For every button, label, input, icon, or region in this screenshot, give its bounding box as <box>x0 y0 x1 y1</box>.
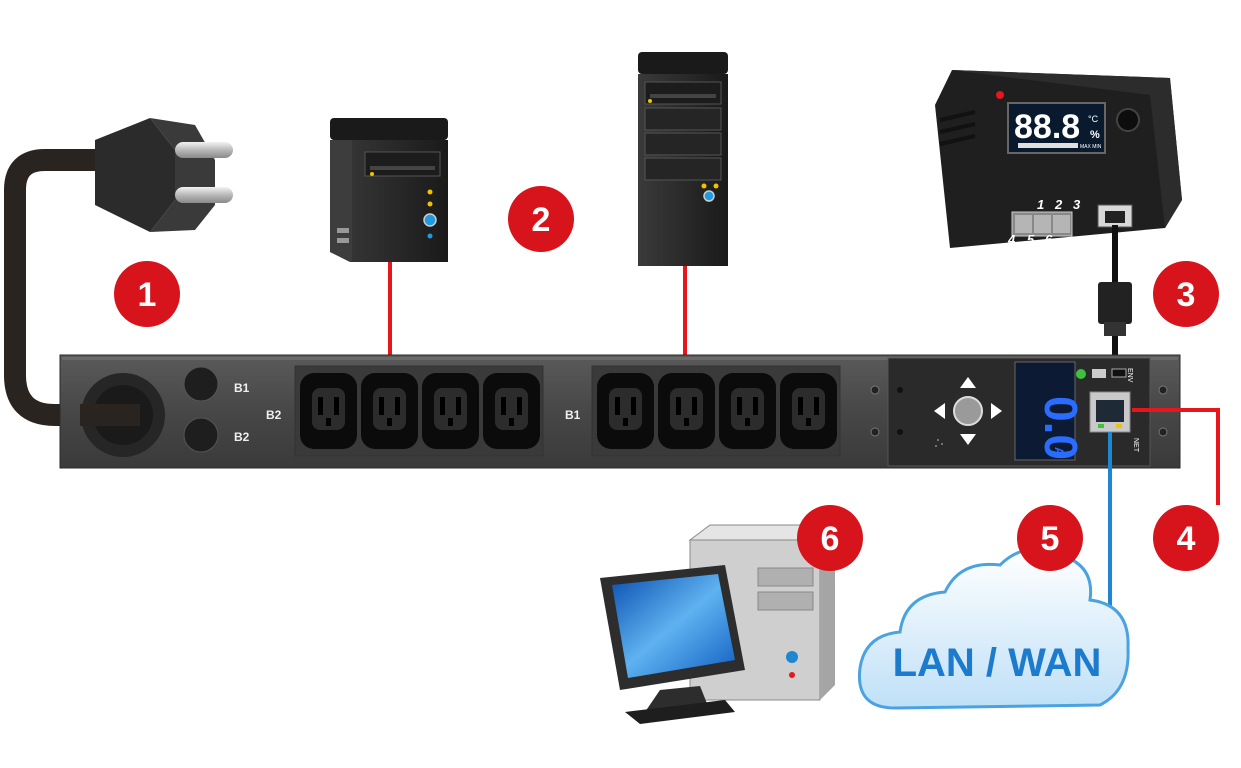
c13-outlet <box>361 373 418 449</box>
bank-label-b2: B2 <box>266 408 282 422</box>
sensor-port-6-label: 6 <box>1045 232 1053 247</box>
sensor-port-3-label: 3 <box>1073 197 1081 212</box>
badge-1: 1 <box>114 261 180 327</box>
circuit-breakers: B1 B2 <box>183 366 250 453</box>
power-plug <box>4 118 233 426</box>
control-panel: 0.0 A ENV NET <box>887 357 1151 467</box>
sensor-port-1-label: 1 <box>1037 197 1044 212</box>
c13-outlet <box>719 373 776 449</box>
c13-outlet <box>780 373 837 449</box>
arrow-right-icon[interactable] <box>991 403 1002 419</box>
arrow-down-icon[interactable] <box>960 434 976 445</box>
svg-text:4: 4 <box>1177 520 1196 558</box>
badge-3: 3 <box>1153 261 1219 327</box>
badge-6: 6 <box>797 505 863 571</box>
env-port-label: ENV <box>1126 368 1133 383</box>
network-cable-red <box>1132 408 1220 505</box>
outlet-bank-b2 <box>294 365 544 457</box>
sensor-unit-bottom: % <box>1090 129 1100 141</box>
cloud-label: LAN / WAN <box>893 641 1102 685</box>
current-display: 0.0 A <box>1014 361 1087 461</box>
sensor-subtext: MAX MIN <box>1080 144 1102 150</box>
client-computer <box>600 524 837 724</box>
svg-text:1: 1 <box>138 276 157 314</box>
current-display-unit: A <box>1052 447 1066 456</box>
badge-2: 2 <box>508 186 574 252</box>
power-inlet <box>80 373 165 457</box>
svg-text:5: 5 <box>1041 520 1060 558</box>
current-display-value: 0.0 <box>1035 396 1087 460</box>
bank-label-b1: B1 <box>565 408 581 422</box>
sensor-unit-top: °C <box>1088 114 1099 124</box>
sensor-display-value: 88.8 <box>1014 108 1080 146</box>
arrow-left-icon[interactable] <box>934 403 945 419</box>
c13-outlet <box>658 373 715 449</box>
pdu-rack-unit: B1 B2 B2 B1 <box>59 354 1181 469</box>
c13-outlet <box>597 373 654 449</box>
network-port[interactable] <box>1089 391 1131 433</box>
select-button[interactable] <box>953 396 983 426</box>
sensor-port-5-label: 5 <box>1027 232 1035 247</box>
c13-outlet <box>483 373 540 449</box>
badge-5: 5 <box>1017 505 1083 571</box>
breaker-label-b1: B1 <box>234 381 250 395</box>
c13-outlet <box>300 373 357 449</box>
svg-text:3: 3 <box>1177 276 1196 314</box>
net-port-label: NET <box>1132 438 1139 453</box>
server-computer-1 <box>330 118 448 262</box>
environment-sensor: 88.8 °C % MAX MIN 1 2 3 4 5 6 <box>935 70 1182 248</box>
svg-text:6: 6 <box>821 520 840 558</box>
breaker-label-b2: B2 <box>234 430 250 444</box>
arrow-up-icon[interactable] <box>960 377 976 388</box>
sensor-cable <box>1098 225 1132 358</box>
badge-4: 4 <box>1153 505 1219 571</box>
sensor-port-2-label: 2 <box>1054 197 1063 212</box>
outlet-bank-b1 <box>591 365 841 457</box>
server-computer-2 <box>638 52 728 266</box>
sensor-port-4-label: 4 <box>1007 232 1016 247</box>
c13-outlet <box>422 373 479 449</box>
lan-wan-cloud: LAN / WAN <box>857 547 1130 710</box>
svg-text:2: 2 <box>532 201 551 239</box>
